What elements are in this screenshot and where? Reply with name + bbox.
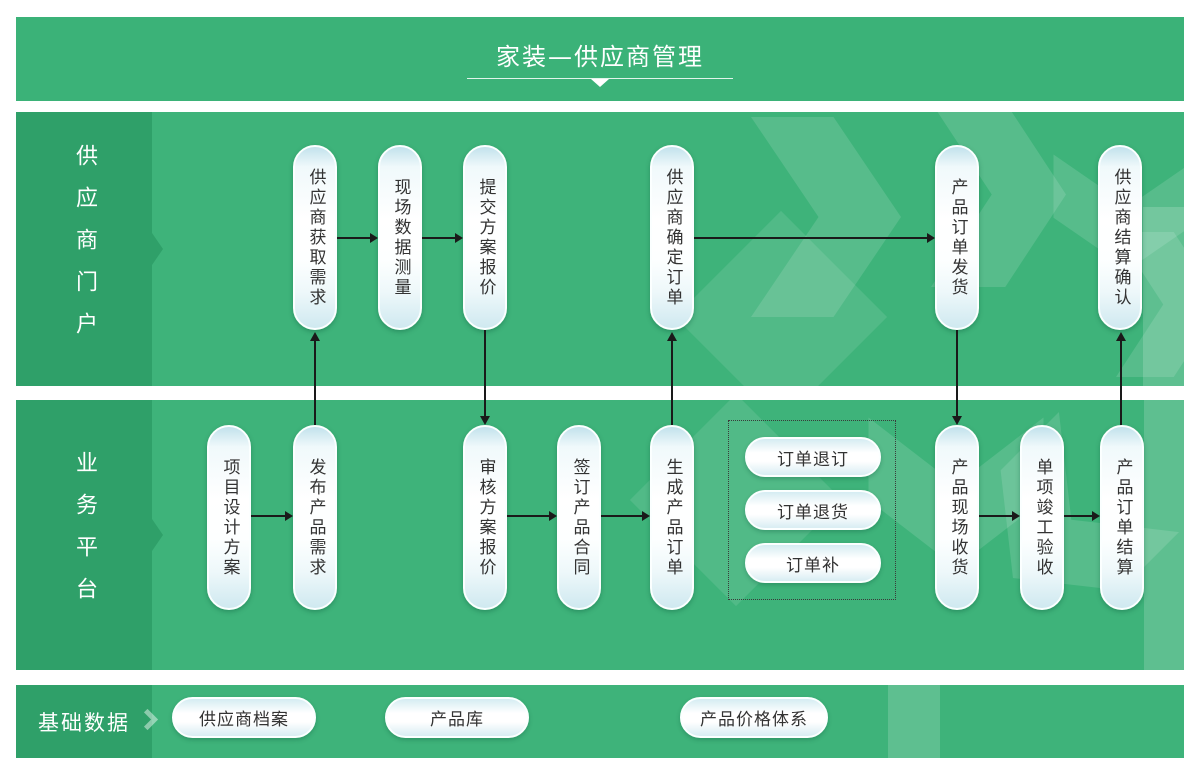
flow-arrow [1064, 511, 1100, 521]
chip-product-price-system: 产品价格体系 [680, 697, 828, 738]
node-single-completion-accept: 单项竣工验收 [1020, 425, 1064, 610]
order-ops-group: 订单退订 订单退货 订单补 [728, 420, 896, 600]
lane-pointer-icon [152, 519, 163, 551]
chip-order-cancel: 订单退订 [745, 437, 881, 477]
lane-pointer-icon [152, 233, 163, 265]
node-publish-product-demand: 发布产品需求 [293, 425, 337, 610]
node-supplier-confirm-order: 供应商确定订单 [650, 145, 694, 330]
flow-arrow [251, 511, 293, 521]
lane-label-text: 供应商门户 [72, 144, 97, 354]
lane-business-platform: 业务平台 项目设计方案 发布产品需求 审核方案报价 签订产品合同 生成产品订单 … [16, 400, 1184, 670]
flow-arrow-down [952, 330, 962, 425]
title-banner: 家装—供应商管理 [16, 17, 1184, 101]
flow-arrow [507, 511, 557, 521]
watermark-shape [888, 685, 940, 758]
node-supplier-acquire-demand: 供应商获取需求 [293, 145, 337, 330]
node-product-order-settle: 产品订单结算 [1100, 425, 1144, 610]
flow-arrow [601, 511, 650, 521]
watermark-shape [1144, 400, 1184, 670]
lane-label-base-data: 基础数据 [16, 685, 152, 758]
node-project-design-plan: 项目设计方案 [207, 425, 251, 610]
lane-label-text: 基础数据 [38, 710, 130, 735]
page-title: 家装—供应商管理 [496, 43, 704, 71]
flow-arrow [337, 233, 378, 243]
chip-supplier-archive: 供应商档案 [172, 697, 316, 738]
node-supplier-settle-confirm: 供应商结算确认 [1098, 145, 1142, 330]
lane-base-data: 基础数据 供应商档案 产品库 产品价格体系 [16, 685, 1184, 758]
node-sign-product-contract: 签订产品合同 [557, 425, 601, 610]
lane-label-business-platform: 业务平台 [16, 400, 152, 670]
lane-label-supplier-portal: 供应商门户 [16, 112, 152, 386]
chip-order-return: 订单退货 [745, 490, 881, 530]
lane-supplier-portal: 供应商门户 供应商获取需求 现场数据测量 提交方案报价 供应商确定订单 产品订单… [16, 112, 1184, 386]
watermark-shape [1143, 207, 1184, 386]
node-product-order-ship: 产品订单发货 [935, 145, 979, 330]
title-pointer-icon [591, 79, 609, 87]
flow-arrow [694, 233, 935, 243]
node-submit-plan-quote: 提交方案报价 [463, 145, 507, 330]
lane-label-text: 业务平台 [72, 451, 97, 619]
node-review-plan-quote: 审核方案报价 [463, 425, 507, 610]
chip-product-library: 产品库 [385, 697, 529, 738]
node-site-data-measure: 现场数据测量 [378, 145, 422, 330]
node-product-site-receive: 产品现场收货 [935, 425, 979, 610]
node-generate-product-order: 生成产品订单 [650, 425, 694, 610]
flow-arrow-up [1116, 332, 1126, 425]
flow-arrow-up [310, 332, 320, 425]
chip-order-supplement: 订单补 [745, 543, 881, 583]
flow-arrow-down [480, 330, 490, 425]
flow-arrow-up [667, 332, 677, 425]
title-underline [467, 78, 733, 79]
flow-arrow [979, 511, 1020, 521]
flow-arrow [422, 233, 463, 243]
